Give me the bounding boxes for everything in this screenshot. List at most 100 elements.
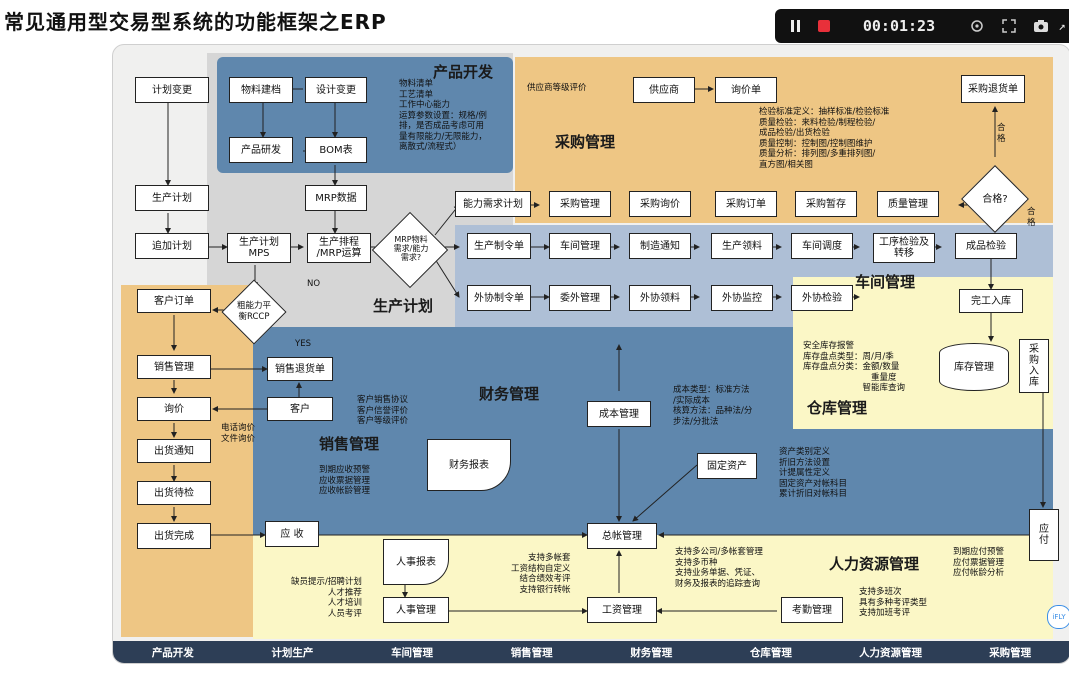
design-change-box[interactable]: 设计变更 [305, 77, 367, 103]
outsource-check-box[interactable]: 外协检验 [791, 285, 853, 311]
recording-toolbar: 00:01:23 ↗ [775, 9, 1069, 43]
product-dev-note: 物料清单 工艺清单 工作中心能力 运算参数设置：规格/例 排，是否成品考虑可用 … [399, 79, 487, 152]
nav-item-finance[interactable]: 财务管理 [630, 646, 673, 659]
more-icon[interactable]: ↗ [1058, 19, 1066, 33]
region-label-production-plan: 生产计划 [373, 297, 434, 315]
workshop-dispatch-box[interactable]: 车间调度 [791, 233, 853, 259]
nav-item-product-dev[interactable]: 产品开发 [151, 646, 194, 659]
ship-wait-check-box[interactable]: 出货待检 [137, 481, 211, 505]
nav-item-purchase[interactable]: 采购管理 [989, 646, 1032, 659]
payroll-note: 支持多帐套 工资结构自定义 结合绩效考评 支持银行转帐 [511, 553, 571, 595]
hr-note: 缺员提示/招聘计划 人才推荐 人才培训 人员考评 [291, 577, 362, 619]
hr-report-box[interactable]: 人事报表 [383, 539, 449, 585]
module-nav-bar: 产品开发 计划生产 车间管理 销售管理 财务管理 仓库管理 人力资源管理 采购管… [113, 641, 1069, 663]
customer-order-box[interactable]: 客户订单 [137, 289, 211, 313]
receivable-box[interactable]: 应 收 [265, 521, 319, 547]
production-picking-box[interactable]: 生产领料 [711, 233, 773, 259]
fixed-asset-box[interactable]: 固定资产 [697, 453, 757, 479]
purchase-order-box[interactable]: 采购订单 [715, 191, 777, 217]
no-label: NO [307, 279, 321, 289]
plan-change-box[interactable]: 计划变更 [135, 77, 209, 103]
finance-region-right [793, 429, 1053, 547]
inventory-mgmt-cylinder[interactable]: 库存管理 [939, 343, 1009, 391]
screenshot-camera-icon[interactable] [1029, 9, 1053, 43]
add-plan-box[interactable]: 追加计划 [135, 233, 209, 259]
general-ledger-box[interactable]: 总帐管理 [587, 523, 657, 549]
payable-note: 到期应付预警 应付票据管理 应付帐龄分析 [953, 547, 1005, 578]
fullscreen-icon[interactable] [997, 9, 1021, 43]
nav-item-sales[interactable]: 销售管理 [510, 646, 553, 659]
nav-item-workshop[interactable]: 车间管理 [391, 646, 434, 659]
purchase-stock-in-box[interactable]: 采 购 入 库 [1019, 339, 1049, 393]
ship-done-box[interactable]: 出货完成 [137, 523, 211, 549]
ifly-badge: iFLY [1047, 605, 1069, 629]
region-label-purchase: 采购管理 [555, 133, 616, 151]
quality-note: 检验标准定义：抽样标准/检验标准 质量检验：来料检验/制程检验/ 成品检验/出货… [759, 107, 890, 170]
purchase-mgmt-box[interactable]: 采购管理 [549, 191, 611, 217]
purchase-return-box[interactable]: 采购退货单 [961, 75, 1025, 103]
nav-item-plan-production[interactable]: 计划生产 [271, 646, 314, 659]
purchase-inquiry-box[interactable]: 采购询价 [629, 191, 691, 217]
nav-item-hr[interactable]: 人力资源管理 [859, 646, 923, 659]
outsource-monitor-box[interactable]: 外协监控 [711, 285, 773, 311]
customer-note: 客户销售协议 客户信誉评价 客户等级评价 [357, 395, 409, 426]
sales-return-box[interactable]: 销售退货单 [267, 357, 333, 381]
mrp-data-box[interactable]: MRP数据 [305, 185, 367, 211]
bom-box[interactable]: BOM表 [305, 137, 367, 163]
pause-icon[interactable] [785, 9, 807, 43]
purchase-hold-box[interactable]: 采购暂存 [795, 191, 857, 217]
timer-display: 00:01:23 [862, 17, 936, 35]
page-title: 常见通用型交易型系统的功能框架之ERP [4, 10, 387, 34]
region-label-sales: 销售管理 [319, 435, 380, 453]
schedule-mrp-box[interactable]: 生产排程 /MRP运算 [307, 233, 371, 263]
receivable-note: 到期应收预警 应收票据管理 应收帐龄管理 [319, 465, 371, 496]
production-plan-box[interactable]: 生产计划 [135, 185, 209, 211]
cost-mgmt-box[interactable]: 成本管理 [587, 401, 651, 427]
ledger-note: 支持多公司/多帐套管理 支持多币种 支持业务单据、凭证、 财务及报表的追踪查询 [675, 547, 763, 589]
warehouse-note: 安全库存报警 库存盘点类型：周/月/季 库存盘点分类：金额/数量 重量度 智能库… [803, 341, 906, 393]
qualified-no-label: 合 格 [1027, 207, 1036, 228]
sales-mgmt-box[interactable]: 销售管理 [137, 355, 211, 379]
financial-report-box[interactable]: 财务报表 [427, 439, 511, 491]
process-check-box[interactable]: 工序检验及 转移 [873, 233, 935, 263]
qualified-yes-label: 合 格 [997, 123, 1006, 144]
rccp-label: 粗能力平 衡RCCP [236, 301, 271, 322]
outsource-mgmt-box[interactable]: 委外管理 [549, 285, 611, 311]
inquiry-note: 电话询价 文件询价 [221, 423, 256, 444]
quality-mgmt-box[interactable]: 质量管理 [877, 191, 939, 217]
stop-icon[interactable] [813, 9, 835, 43]
supplier-box[interactable]: 供应商 [633, 77, 695, 103]
workshop-mgmt-box[interactable]: 车间管理 [549, 233, 611, 259]
mps-box[interactable]: 生产计划 MPS [227, 233, 291, 263]
product-check-box[interactable]: 成品检验 [955, 233, 1017, 259]
region-label-finance: 财务管理 [479, 385, 540, 403]
supplier-eval-note: 供应商等级评价 [527, 83, 587, 93]
attendance-note: 支持多班次 具有多种考评类型 支持加班考评 [859, 587, 928, 618]
region-label-hr: 人力资源管理 [829, 555, 920, 573]
outsource-picking-box[interactable]: 外协领料 [629, 285, 691, 311]
mrp-decision-label: MRP物料 需求/能力 需求? [393, 235, 429, 262]
attendance-box[interactable]: 考勤管理 [781, 597, 843, 623]
region-label-workshop: 车间管理 [855, 273, 916, 291]
erp-framework-diagram: 产品开发 采购管理 车间管理 生产计划 财务管理 仓库管理 销售管理 人力资源管… [112, 44, 1069, 664]
inquiry-sheet-box[interactable]: 询价单 [715, 77, 777, 103]
qualified-label: 合格? [982, 194, 1008, 205]
product-rd-box[interactable]: 产品研发 [229, 137, 293, 163]
cost-note: 成本类型：标准方法 /实际成本 核算方法：品种法/分 步法/分批法 [673, 385, 753, 427]
camera-switch-icon[interactable] [965, 9, 989, 43]
production-order-box[interactable]: 生产制令单 [467, 233, 531, 259]
customer-box[interactable]: 客户 [267, 397, 333, 421]
payroll-box[interactable]: 工资管理 [587, 597, 657, 623]
ship-notice-box[interactable]: 出货通知 [137, 439, 211, 463]
material-file-box[interactable]: 物料建档 [229, 77, 293, 103]
complete-stock-in-box[interactable]: 完工入库 [959, 289, 1023, 313]
nav-item-warehouse[interactable]: 仓库管理 [749, 646, 792, 659]
outsource-order-box[interactable]: 外协制令单 [467, 285, 531, 311]
inquiry-box[interactable]: 询价 [137, 397, 211, 421]
yes-label: YES [295, 339, 311, 349]
region-label-warehouse: 仓库管理 [807, 399, 868, 417]
hr-mgmt-box[interactable]: 人事管理 [383, 597, 449, 623]
mfg-notice-box[interactable]: 制造通知 [629, 233, 691, 259]
capacity-plan-box[interactable]: 能力需求计划 [455, 191, 531, 217]
payable-box[interactable]: 应 付 [1029, 509, 1059, 561]
